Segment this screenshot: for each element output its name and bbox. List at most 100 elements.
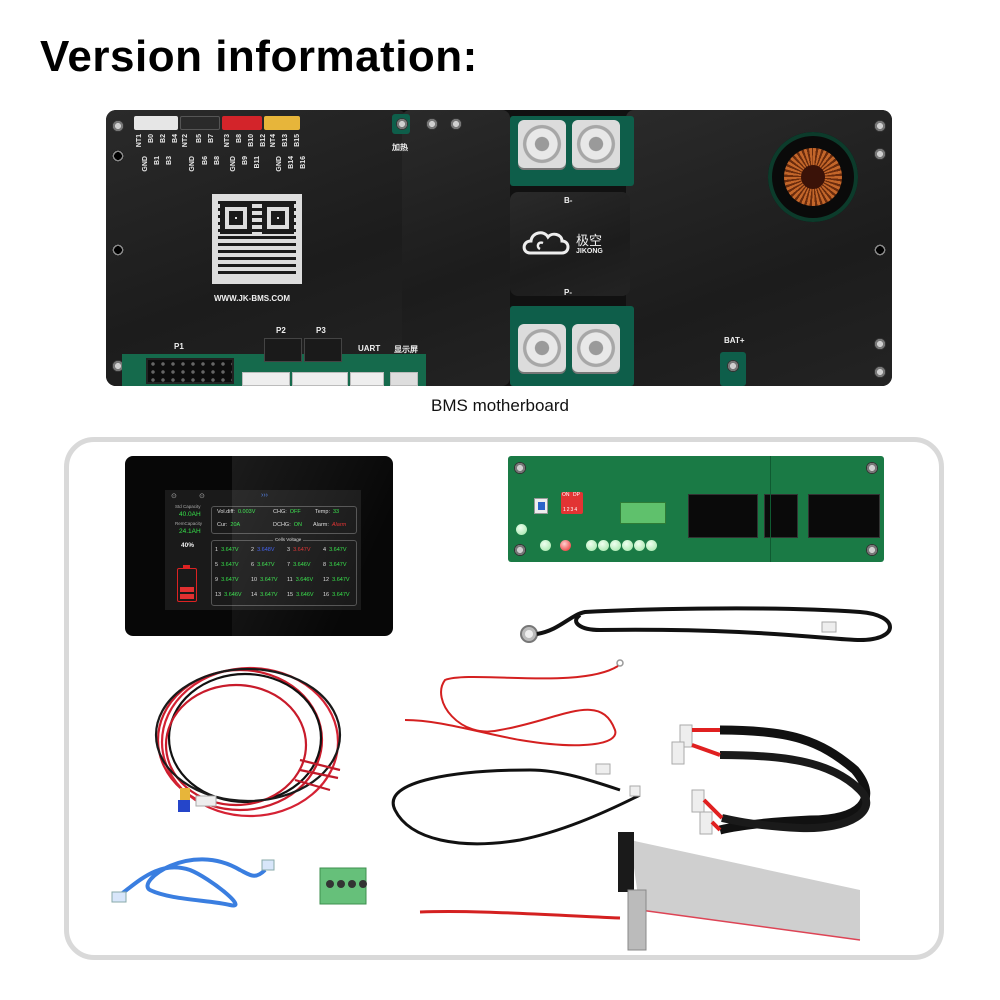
pin-label: B9 xyxy=(242,156,249,165)
pin-label: NT1 xyxy=(136,134,143,148)
center-cover-plate xyxy=(510,192,630,296)
mount-hole-icon xyxy=(514,462,526,474)
led-indicator xyxy=(598,540,609,551)
p-minus-label: P- xyxy=(564,288,572,297)
b-minus-label: B- xyxy=(564,196,573,205)
relay-p2 xyxy=(264,338,302,362)
mount-hole-icon xyxy=(112,360,124,372)
pin-label: B8 xyxy=(236,134,243,143)
page-title: Version information: xyxy=(40,32,478,81)
settings-icon: ⊙ xyxy=(171,493,177,500)
pin-label: B5 xyxy=(196,134,203,143)
remain-capacity-value: 24.1AH xyxy=(179,528,201,535)
cell-connector-black xyxy=(180,116,220,130)
mount-hole-icon xyxy=(866,544,878,556)
brand-en: JIKONG xyxy=(576,248,603,255)
led-indicator-red xyxy=(560,540,571,551)
cell-connector-red xyxy=(222,116,262,130)
qr-code xyxy=(212,194,302,284)
green-terminal-socket xyxy=(620,502,666,524)
dchg-field: DCHG:ON xyxy=(273,522,302,528)
soc-value: 40% xyxy=(181,542,195,549)
pin-label: B2 xyxy=(160,134,167,143)
lcd-screen: ⊙ ⊙ ››› Std Capacity 40.0AH RemCapacity … xyxy=(165,490,361,610)
led-indicator xyxy=(540,540,551,551)
vol-diff-field: Vol.diff:0.003V xyxy=(217,509,256,515)
rj11-port xyxy=(764,494,798,538)
dip-switch[interactable]: ON DP 1234 xyxy=(561,492,583,514)
mount-hole-icon xyxy=(112,244,124,256)
pin-label: B1 xyxy=(154,156,161,165)
led-indicator xyxy=(646,540,657,551)
mount-hole-icon xyxy=(874,148,886,160)
bat-plus-label: BAT+ xyxy=(724,336,745,345)
mount-hole-icon xyxy=(874,120,886,132)
chg-field: CHG:OFF xyxy=(273,509,301,515)
pin-label: GND xyxy=(276,156,283,172)
pin-label: B7 xyxy=(208,134,215,143)
mid-cover-plate xyxy=(402,110,510,386)
reset-button[interactable] xyxy=(534,498,548,514)
battery-level-bar xyxy=(180,587,194,592)
toroidal-inductor xyxy=(768,132,858,222)
led-indicator xyxy=(586,540,597,551)
pin-label: B15 xyxy=(294,134,301,147)
b-minus-bolt-2 xyxy=(572,120,620,168)
led-indicator xyxy=(610,540,621,551)
std-capacity-value: 40.0AH xyxy=(179,511,201,518)
remain-capacity-label: RemCapacity xyxy=(175,521,203,526)
pin-label: B3 xyxy=(166,156,173,165)
pin-label: GND xyxy=(230,156,237,172)
led-indicator xyxy=(516,524,527,535)
cell-connector-yellow xyxy=(264,116,300,130)
jikong-cloud-logo-icon xyxy=(522,231,570,255)
port-display-label: 显示屏 xyxy=(394,345,418,354)
dual-rj45-port xyxy=(688,494,758,538)
port-p3-label: P3 xyxy=(316,326,326,335)
white-connector xyxy=(292,372,348,386)
port-p1-label: P1 xyxy=(174,342,184,351)
pin-label: GND xyxy=(142,156,149,172)
port-uart-label: UART xyxy=(358,344,381,353)
nav-indicator: ››› xyxy=(261,492,268,499)
mount-hole-icon xyxy=(514,544,526,556)
std-capacity-label: Std Capacity xyxy=(175,504,201,509)
pin-label: B11 xyxy=(254,156,261,169)
mount-hole-icon xyxy=(874,338,886,350)
mount-hole-icon xyxy=(874,366,886,378)
mount-hole-icon xyxy=(112,150,124,162)
p-minus-bolt-1 xyxy=(518,324,566,372)
port-p2-label: P2 xyxy=(276,326,286,335)
motherboard-caption: BMS motherboard xyxy=(431,396,569,415)
led-indicator xyxy=(634,540,645,551)
battery-icon xyxy=(177,565,197,602)
mount-hole-icon xyxy=(112,120,124,132)
white-connector xyxy=(242,372,290,386)
pin-label: B12 xyxy=(260,134,267,147)
pin-label: B13 xyxy=(282,134,289,147)
p-minus-bolt-2 xyxy=(572,324,620,372)
pin-label: NT2 xyxy=(182,134,189,148)
brand-cn: 极空 xyxy=(576,233,603,248)
mount-hole-icon xyxy=(426,118,438,130)
board-divider xyxy=(770,456,771,562)
mount-hole-icon xyxy=(866,462,878,474)
pin-label: B0 xyxy=(148,134,155,143)
pin-label: B8 xyxy=(214,156,221,165)
right-cover-plate xyxy=(626,110,892,386)
b-minus-bolt-1 xyxy=(518,120,566,168)
bms-motherboard-image: NT1 B0 B2 B4 GND B1 B3 NT2 B5 B7 GND B6 … xyxy=(106,110,892,386)
status-box xyxy=(211,506,357,534)
